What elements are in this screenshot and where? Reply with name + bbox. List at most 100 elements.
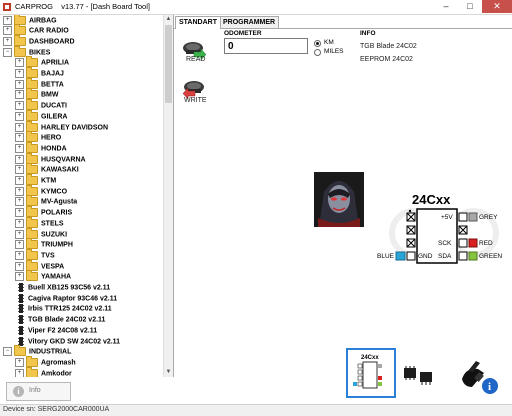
tree-folder-item[interactable]: +DASHBOARD <box>3 34 75 47</box>
collapse-icon[interactable]: − <box>3 47 12 57</box>
expand-icon[interactable]: + <box>15 272 24 282</box>
tree-folder-item[interactable]: +Agromash <box>15 355 76 368</box>
folder-icon <box>26 174 38 185</box>
expand-icon[interactable]: + <box>15 165 24 175</box>
tree-folder-item[interactable]: +YAMAHA <box>15 270 71 282</box>
tree-item-label: INDUSTRIAL <box>29 348 72 356</box>
tree-folder-item[interactable]: +VESPA <box>15 259 64 272</box>
tree-folder-item[interactable]: +APRILIA <box>15 56 69 68</box>
tree-device-item[interactable]: Buell XB125 93C56 v2.11 <box>15 283 110 293</box>
odometer-input[interactable]: 0 <box>224 38 308 54</box>
tree-item-label: TVS <box>41 252 55 260</box>
tree-folder-item[interactable]: + BETTA <box>15 77 64 90</box>
pin1-dot-icon <box>408 209 412 213</box>
tree-folder-item[interactable]: +SUZUKI <box>15 227 67 240</box>
tree-folder-item[interactable]: +HARLEY DAVIDSON <box>15 120 108 133</box>
app-icon <box>3 3 11 11</box>
tree-item-label: AIRBAG <box>29 16 57 24</box>
tree-device-item[interactable]: Viper F2 24C08 v2.11 <box>15 325 97 336</box>
tree-folder-item[interactable]: +GILERA <box>15 109 67 122</box>
tree-folder-item[interactable]: +HONDA <box>15 141 67 154</box>
scroll-up-arrow-icon[interactable]: ▲ <box>165 16 172 22</box>
tree-folder-item[interactable]: + AIRBAG <box>3 15 57 26</box>
radio-km[interactable] <box>314 40 321 47</box>
tree-folder-item[interactable]: +HUSQVARNA <box>15 152 86 165</box>
thumb-soic-chip[interactable] <box>402 360 436 388</box>
soic-clip-icon <box>462 361 484 387</box>
tree-device-item[interactable]: TGB Blade 24C02 v2.11 <box>15 315 105 325</box>
close-button[interactable]: ✕ <box>482 0 512 13</box>
folder-icon <box>26 248 38 260</box>
tree-folder-item[interactable]: − INDUSTRIAL <box>3 345 72 357</box>
expand-icon[interactable]: + <box>15 229 24 239</box>
maximize-button[interactable]: □ <box>467 1 473 11</box>
pin-label-gnd: GND <box>418 253 433 260</box>
expand-icon[interactable]: + <box>15 122 24 132</box>
expand-icon[interactable]: + <box>15 208 24 218</box>
tree-device-item[interactable]: Irbis TTR125 24C02 v2.11 <box>15 304 112 314</box>
expand-icon[interactable]: + <box>15 240 24 250</box>
expand-icon[interactable]: + <box>3 36 12 46</box>
expand-icon[interactable]: + <box>15 176 24 185</box>
tree-folder-item[interactable]: +KAWASAKI <box>15 163 79 175</box>
write-chip-icon <box>182 81 204 100</box>
tree-folder-item[interactable]: +KTM <box>15 174 56 186</box>
tree-folder-item[interactable]: + TVS <box>15 248 55 261</box>
tree-item-label: BETTA <box>41 81 64 89</box>
folder-icon <box>26 120 38 132</box>
expand-icon[interactable]: + <box>15 133 24 143</box>
tree-device-item[interactable]: Vitory GKD SW 24C02 v2.11 <box>15 336 121 347</box>
tree-folder-item[interactable]: + HERO <box>15 131 62 143</box>
expand-icon[interactable]: + <box>15 186 24 196</box>
tree-folder-item[interactable]: + BAJAJ <box>15 67 64 79</box>
tree-folder-item[interactable]: +TRIUMPH <box>15 238 73 250</box>
minimize-button[interactable]: – <box>443 1 449 11</box>
tree-folder-item[interactable]: +KYMCO <box>15 184 67 197</box>
tree-folder-item[interactable]: +POLARIS <box>15 206 72 218</box>
info-button[interactable]: i Info <box>6 382 71 401</box>
expand-icon[interactable]: + <box>15 357 24 367</box>
scroll-down-arrow-icon[interactable]: ▼ <box>165 369 172 375</box>
folder-icon <box>26 206 38 218</box>
folder-icon <box>26 195 38 207</box>
expand-icon[interactable]: + <box>15 58 24 68</box>
tree-device-item[interactable]: Cagiva Raptor 93C46 v2.11 <box>15 293 117 304</box>
scroll-thumb[interactable] <box>165 25 172 103</box>
tree-folder-item[interactable]: +CAR RADIO <box>3 24 69 36</box>
expand-icon[interactable]: + <box>15 143 24 153</box>
expand-icon[interactable]: + <box>15 261 24 271</box>
tree-item-label: HERO <box>41 134 62 142</box>
thumb-chip-diagram[interactable]: 24Cxx <box>346 348 396 398</box>
expand-icon[interactable]: + <box>15 101 24 111</box>
tree-item-label: Vitory GKD SW 24C02 v2.11 <box>28 337 121 345</box>
thumb-clip-adapter[interactable]: i <box>458 357 498 395</box>
radio-miles[interactable] <box>314 49 321 56</box>
folder-icon <box>26 270 38 282</box>
expand-icon[interactable]: + <box>15 111 24 121</box>
tree-item-label: BAJAJ <box>41 70 64 78</box>
expand-icon[interactable]: + <box>3 26 12 36</box>
tab-standart[interactable]: STANDART <box>175 16 221 29</box>
expand-icon[interactable]: + <box>15 368 24 377</box>
expand-icon[interactable]: + <box>15 79 24 89</box>
wiring-diagram: 24Cxx +5V SCK SDA GND <box>377 192 502 264</box>
expand-icon[interactable]: + <box>15 90 24 100</box>
tree-folder-item[interactable]: +BMW <box>15 88 59 100</box>
expand-icon[interactable]: + <box>15 197 24 207</box>
tree-scrollbar[interactable]: ▲ ▼ <box>163 15 173 377</box>
tab-programmer[interactable]: PROGRAMMER <box>219 16 280 28</box>
expand-icon[interactable]: + <box>15 154 24 164</box>
info-badge-icon[interactable] <box>482 378 498 394</box>
expand-icon[interactable]: + <box>3 15 12 25</box>
tree-folder-item[interactable]: −BIKES <box>3 45 50 58</box>
expand-icon[interactable]: + <box>15 69 24 78</box>
tree-folder-item[interactable]: +STELS <box>15 216 64 229</box>
expand-icon[interactable]: + <box>15 218 24 228</box>
tree-folder-item[interactable]: +MV-Agusta <box>15 195 77 207</box>
expand-icon[interactable]: + <box>15 250 24 260</box>
collapse-icon[interactable]: − <box>3 347 12 357</box>
tree-folder-item[interactable]: +DUCATI <box>15 99 67 111</box>
tree-folder-item[interactable]: +Amkodor <box>15 366 72 377</box>
pin-label-sck: SCK <box>438 240 452 247</box>
folder-icon <box>26 259 38 271</box>
